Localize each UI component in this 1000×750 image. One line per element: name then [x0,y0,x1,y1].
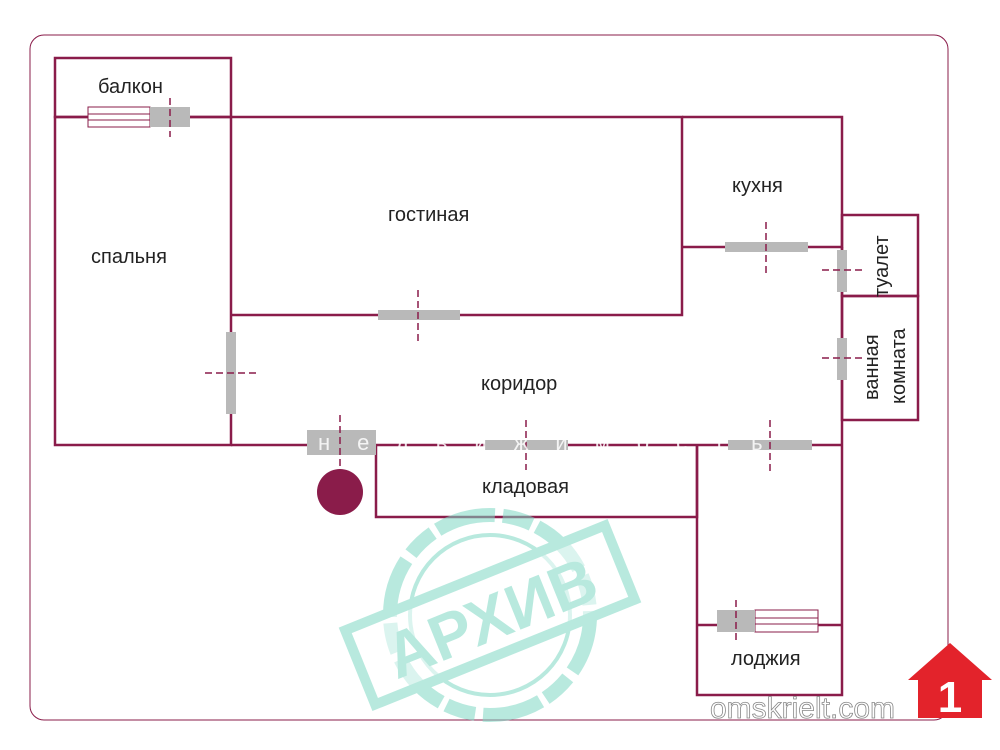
archive-stamp: АРХИВ [338,508,642,722]
logo: 1 omskrielt.com [710,643,992,725]
loggia-walls [695,445,844,697]
logo-mark: 1 [938,673,962,722]
label-corridor: коридор [481,373,557,395]
label-bedroom: спальня [91,246,167,268]
bathroom-door [837,338,847,380]
label-toilet: туалет [871,235,893,297]
toilet-door [837,250,847,292]
balcony-door [150,107,190,127]
label-balcony: балкон [98,76,163,98]
site-watermark: omskrielt.com [710,692,895,725]
label-storage: кладовая [482,476,569,498]
loggia-window [754,609,819,633]
label-kitchen: кухня [732,175,783,197]
entrance-door [307,430,376,455]
label-bathroom-1: ванная [861,334,883,400]
bedroom-room [53,115,233,447]
agency-watermark: недвижимость [318,430,790,455]
label-living-room: гостиная [388,204,469,226]
living-room-door [378,310,460,320]
entrance-marker [317,469,363,515]
label-bathroom-2: комната [888,327,910,404]
balcony-window [87,106,151,128]
house-logo-icon [908,643,992,718]
doors-windows [87,98,862,642]
room-labels: балкон спальня гостиная кухня туалет ван… [91,76,910,670]
label-loggia: лоджия [731,648,801,670]
